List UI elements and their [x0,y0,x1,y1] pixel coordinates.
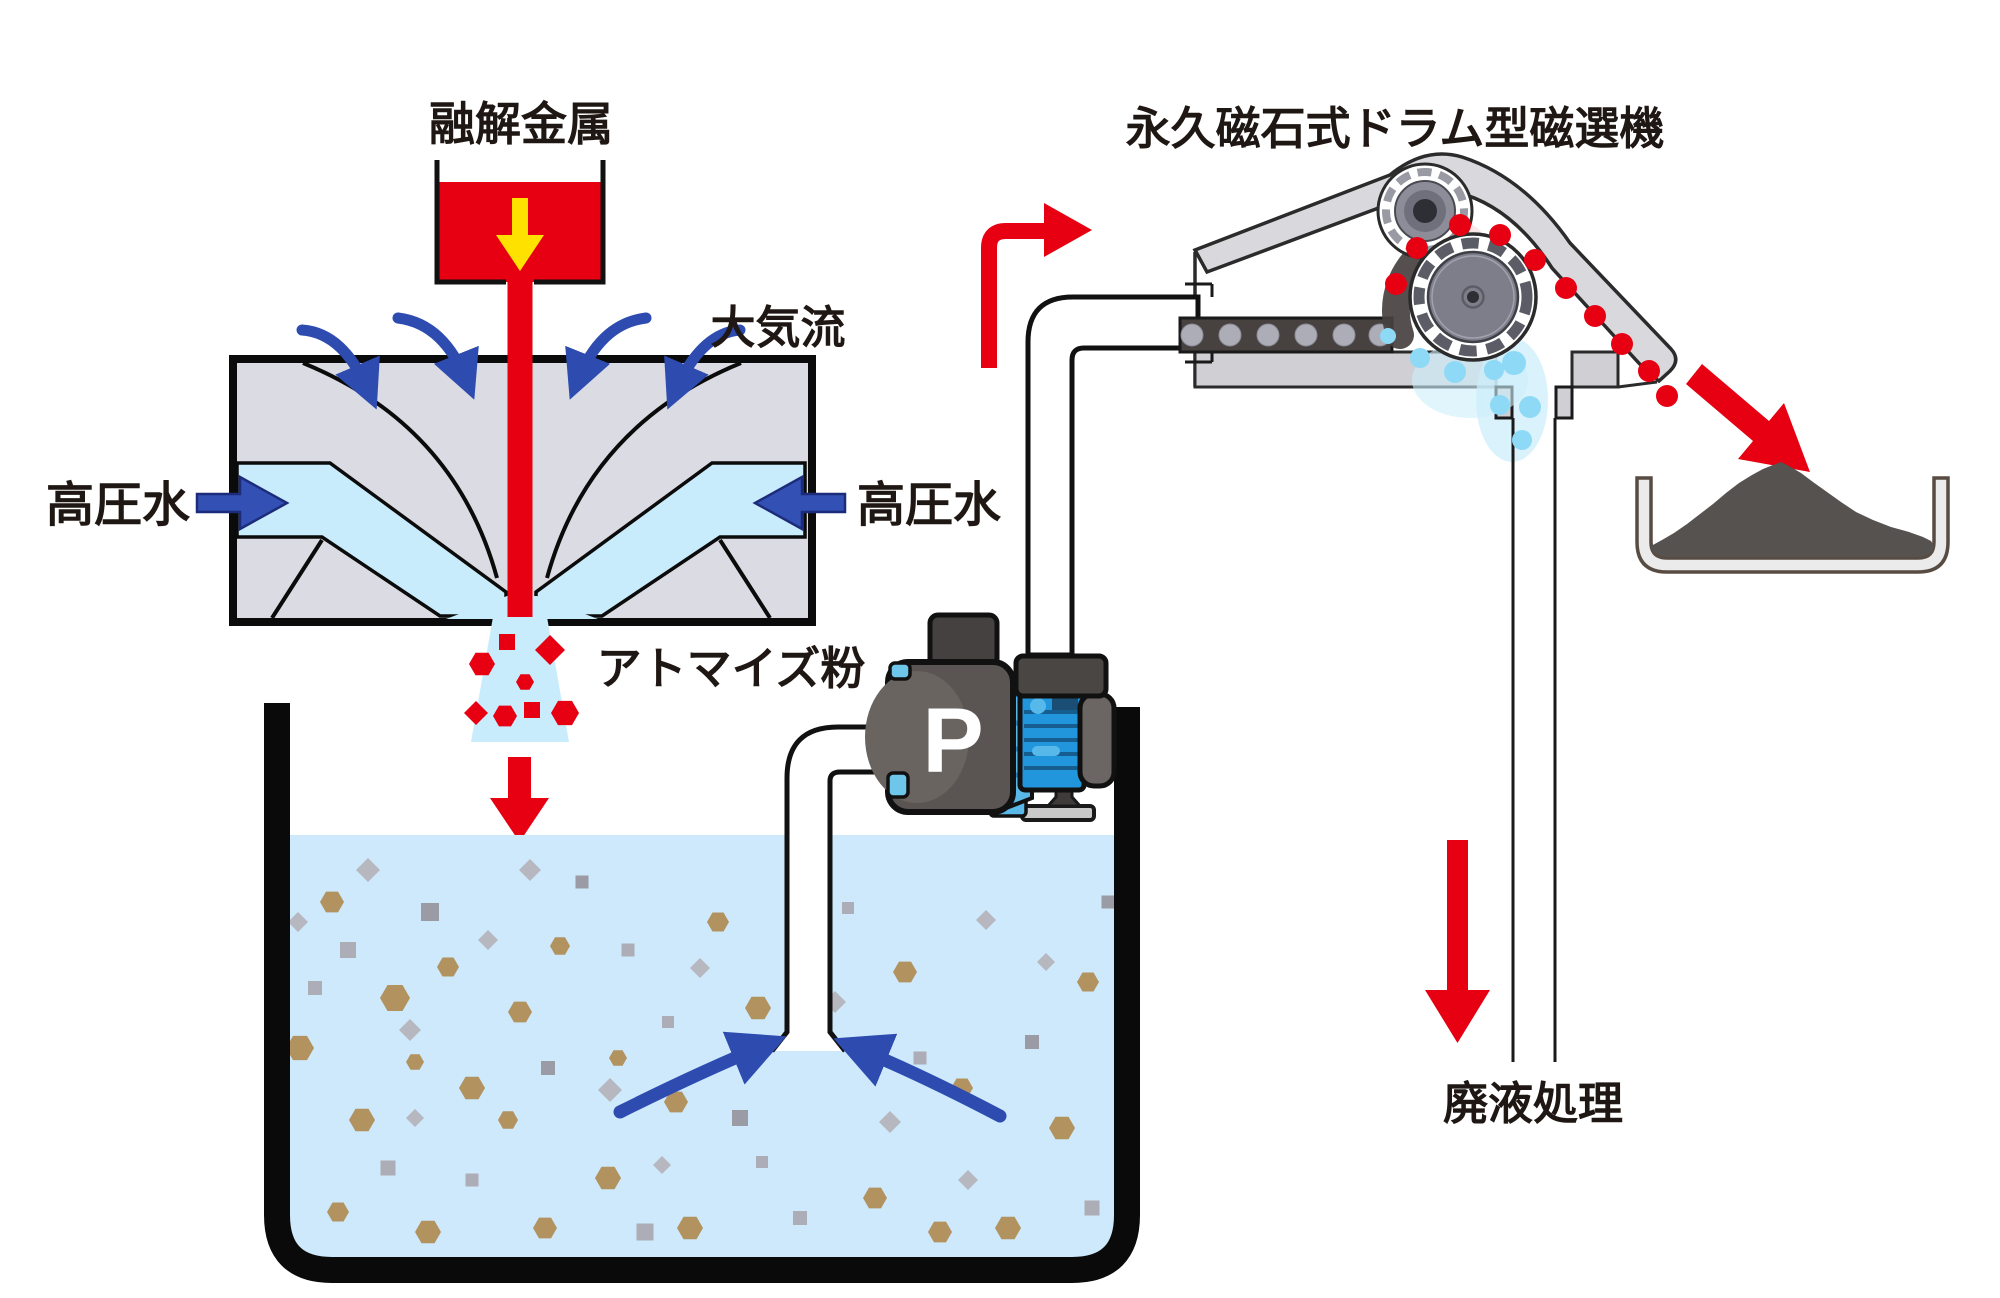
pump-base [1020,804,1096,822]
label-high-pressure-water-left: 高圧水 [46,479,191,532]
air-arrow-icon [664,324,746,410]
water-inlet-arrows [195,474,847,532]
molten-metal-stream [507,280,533,626]
motor-detail [1032,746,1060,756]
magnetic-particles [1385,214,1678,407]
process-arrows [981,203,1810,1043]
magnetic-drum [1408,232,1538,362]
collection-tray [1635,462,1950,574]
label-air-flow: 大気流 [710,302,845,353]
water-arrow-left-icon [195,474,290,532]
discharge-pipe-body [1025,294,1201,658]
tank-particles [286,858,1115,1244]
air-arrow-icon [296,324,380,410]
to-tray-arrow-icon [1686,364,1810,472]
tank-water [290,835,1114,1258]
small-drum [1376,162,1474,260]
air-arrow-icon [392,312,479,400]
motor-detail [1030,698,1046,714]
water-arrow-right-icon [752,474,847,532]
pour-down-arrow-icon [496,198,544,271]
label-molten-metal: 融解金属 [429,98,613,150]
nozzle-edge-left [270,538,324,620]
magnetic-separator-top [1178,152,1678,450]
motor-fins [1024,710,1080,770]
pump-top-flange [1013,653,1109,699]
tundish-outline [434,160,606,285]
label-high-pressure-water-right: 高圧水 [857,479,1002,532]
suction-pipe-outline [827,769,905,1053]
water-droplets [1380,328,1541,450]
elbow-arrow-head-icon [1044,203,1092,257]
suction-arrow-icon [833,1033,1007,1123]
tank-wall [264,703,1140,1283]
label-atomized-powder: アトマイズ粉 [597,643,866,694]
pump: P [865,612,1117,822]
pump-label: P [922,690,983,792]
casing-shade [865,671,969,803]
pump-inlet-nub [886,771,910,799]
suction-pipe [613,724,1007,1123]
drain-lines [1511,418,1557,1062]
suction-pipe-outline [770,724,905,1053]
water-tank [264,703,1140,1283]
housing-bottom-right [1570,350,1620,389]
pump-nub-top [888,661,912,681]
label-magnetic-separator: 永久磁石式ドラム型磁選機 [1126,103,1665,154]
suction-arrow-icon [613,1031,787,1119]
discharge-pipe [1025,282,1214,658]
tundish [434,160,606,626]
pump-end-cap [1077,691,1117,789]
elbow-arrow [981,223,1046,368]
powder-down-arrow-icon [490,757,549,842]
drain-stub-right [1554,385,1574,420]
air-flow-arrows [296,312,746,410]
diagram-labels: 融解金属 大気流 高圧水 高圧水 アトマイズ粉 永久磁石式ドラム型磁選機 廃液処… [46,98,1664,1129]
slurry-particles [1180,323,1392,347]
air-arrow-icon [565,312,652,400]
feed-trough [1178,316,1394,354]
label-waste-liquid: 廃液処理 [1443,1078,1623,1129]
housing-edge [1617,380,1658,389]
atomized-spray [464,617,579,842]
nozzle-edge-right [718,538,772,620]
powder-pile [1651,462,1934,557]
pipe-flange-ticks [1185,282,1214,364]
atomized-powder-particles [464,634,579,727]
tray-body [1635,476,1950,574]
waste-down-arrow-icon [1425,840,1490,1043]
suction-pipe-body [772,727,905,1051]
motor-panel [1052,697,1078,710]
